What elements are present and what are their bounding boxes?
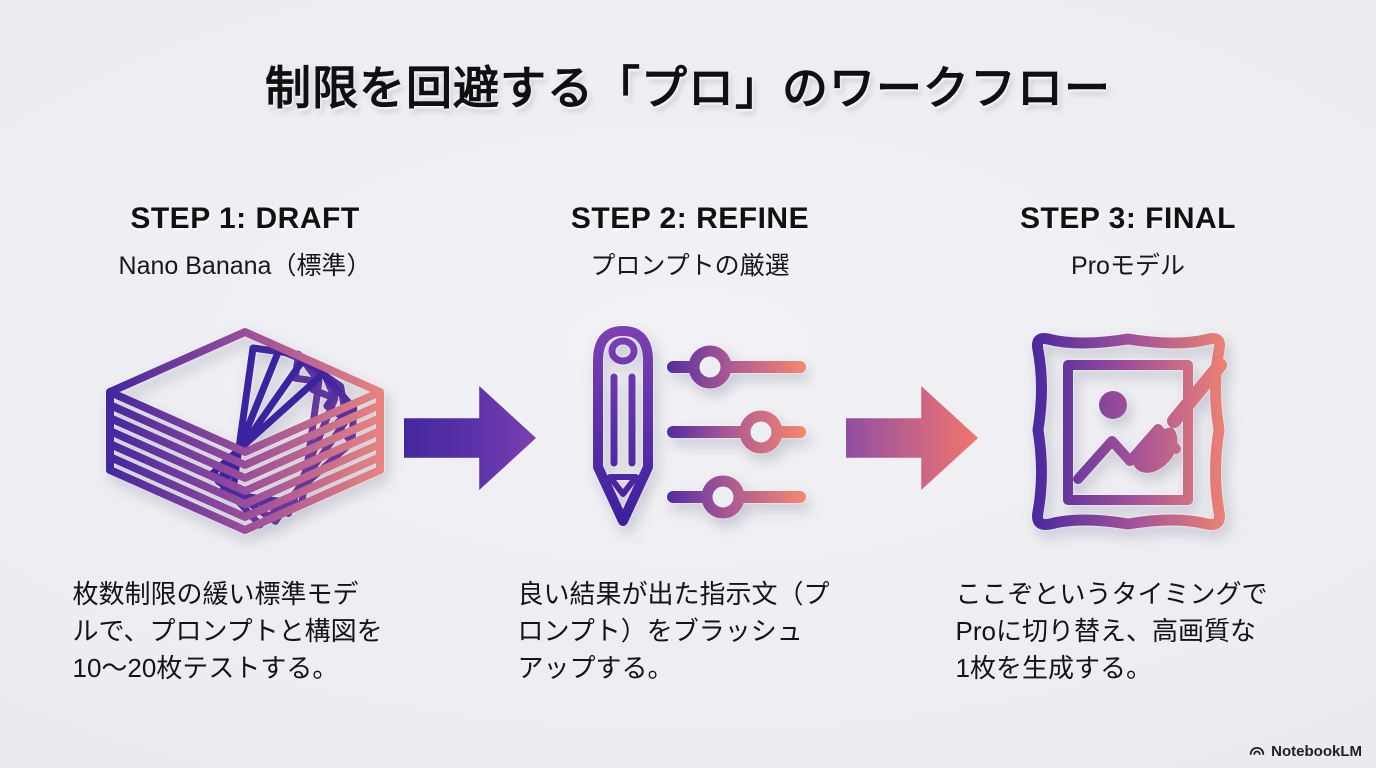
step-3-header: STEP 3: FINAL xyxy=(1020,202,1236,235)
step-3-subtitle: Proモデル xyxy=(1071,252,1185,280)
notebooklm-logo-icon xyxy=(1249,746,1265,756)
step-column-final: STEP 3: FINAL Proモデル xyxy=(948,202,1308,687)
notebooklm-watermark: NotebookLM xyxy=(1248,742,1362,760)
step-2-subtitle: プロンプトの厳選 xyxy=(590,252,790,280)
picture-frame-brush-icon xyxy=(948,312,1308,552)
page-title: 制限を回避する「プロ」のワークフロー xyxy=(265,62,1111,114)
step-1-header: STEP 1: DRAFT xyxy=(130,202,360,235)
step-2-header: STEP 2: REFINE xyxy=(570,202,810,235)
pencil-sliders-icon xyxy=(510,312,870,552)
paper-stack-icon xyxy=(65,312,425,552)
step-column-refine: STEP 2: REFINE プロンプトの厳選 xyxy=(510,202,870,687)
step-1-subtitle: Nano Banana（標準） xyxy=(118,252,372,280)
step-2-description: 良い結果が出た指示文（プ ロンプト）をブラッシュ アップする。 xyxy=(517,579,830,683)
step-1-description: 枚数制限の緩い標準モデ ルで、プロンプトと構図を 10〜20枚テストする。 xyxy=(72,579,383,683)
notebooklm-brand-label: NotebookLM xyxy=(1271,742,1362,760)
step-column-draft: STEP 1: DRAFT Nano Banana（標準） xyxy=(65,202,425,687)
step-3-description: ここぞというタイミングで Proに切り替え、高画質な 1枚を生成する。 xyxy=(955,579,1268,683)
